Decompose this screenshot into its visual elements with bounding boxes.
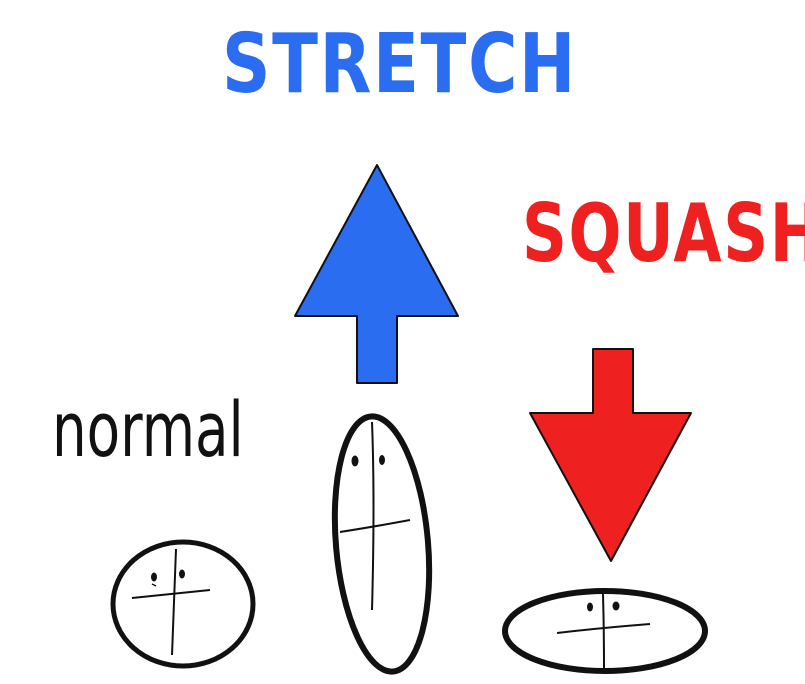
down-arrow-icon — [530, 349, 691, 561]
squashed-face — [505, 591, 705, 671]
up-arrow-icon — [295, 165, 458, 383]
stretched-face — [325, 412, 439, 675]
normal-face — [113, 542, 253, 666]
